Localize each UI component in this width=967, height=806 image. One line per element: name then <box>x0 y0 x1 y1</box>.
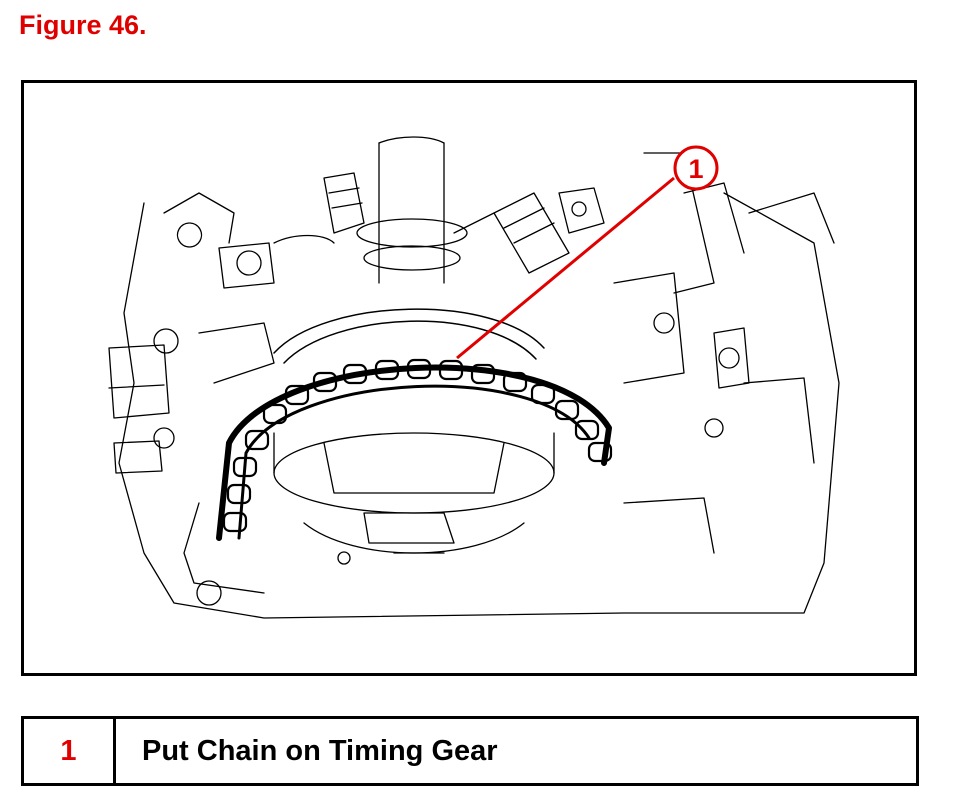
legend-description: Put Chain on Timing Gear <box>142 734 498 767</box>
legend-number: 1 <box>24 719 116 783</box>
figure-title: Figure 46. <box>19 10 147 40</box>
callout-1: 1 <box>456 145 719 360</box>
legend-table: 1 Put Chain on Timing Gear <box>21 716 919 786</box>
callout-number: 1 <box>688 154 703 184</box>
illustration-frame: 1 <box>21 80 917 676</box>
engine-illustration: 1 <box>108 136 840 619</box>
